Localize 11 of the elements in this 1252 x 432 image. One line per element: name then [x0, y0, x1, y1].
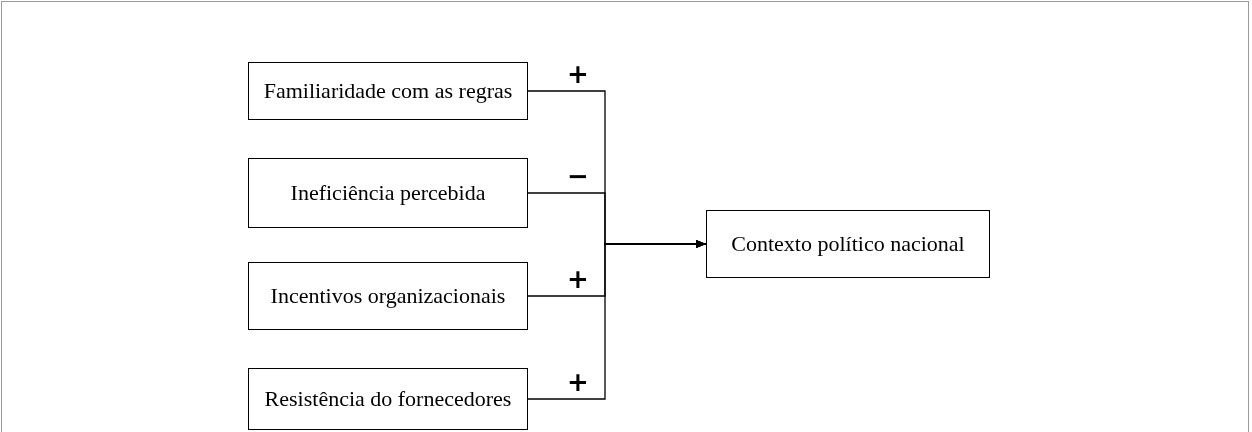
box-label: Contexto político nacional	[731, 231, 965, 257]
text-box	[248, 62, 528, 120]
text-box	[248, 158, 528, 228]
box-label: Familiaridade com as regras	[263, 78, 513, 104]
box-label: Incentivos organizacionais	[270, 283, 506, 309]
box-label: Ineficiência percebida	[290, 180, 486, 206]
text-box	[248, 262, 528, 330]
text-box	[706, 210, 990, 278]
text-box	[248, 368, 528, 430]
arrow	[527, 240, 707, 400]
box-label: Resistência do fornecedores	[264, 386, 512, 412]
